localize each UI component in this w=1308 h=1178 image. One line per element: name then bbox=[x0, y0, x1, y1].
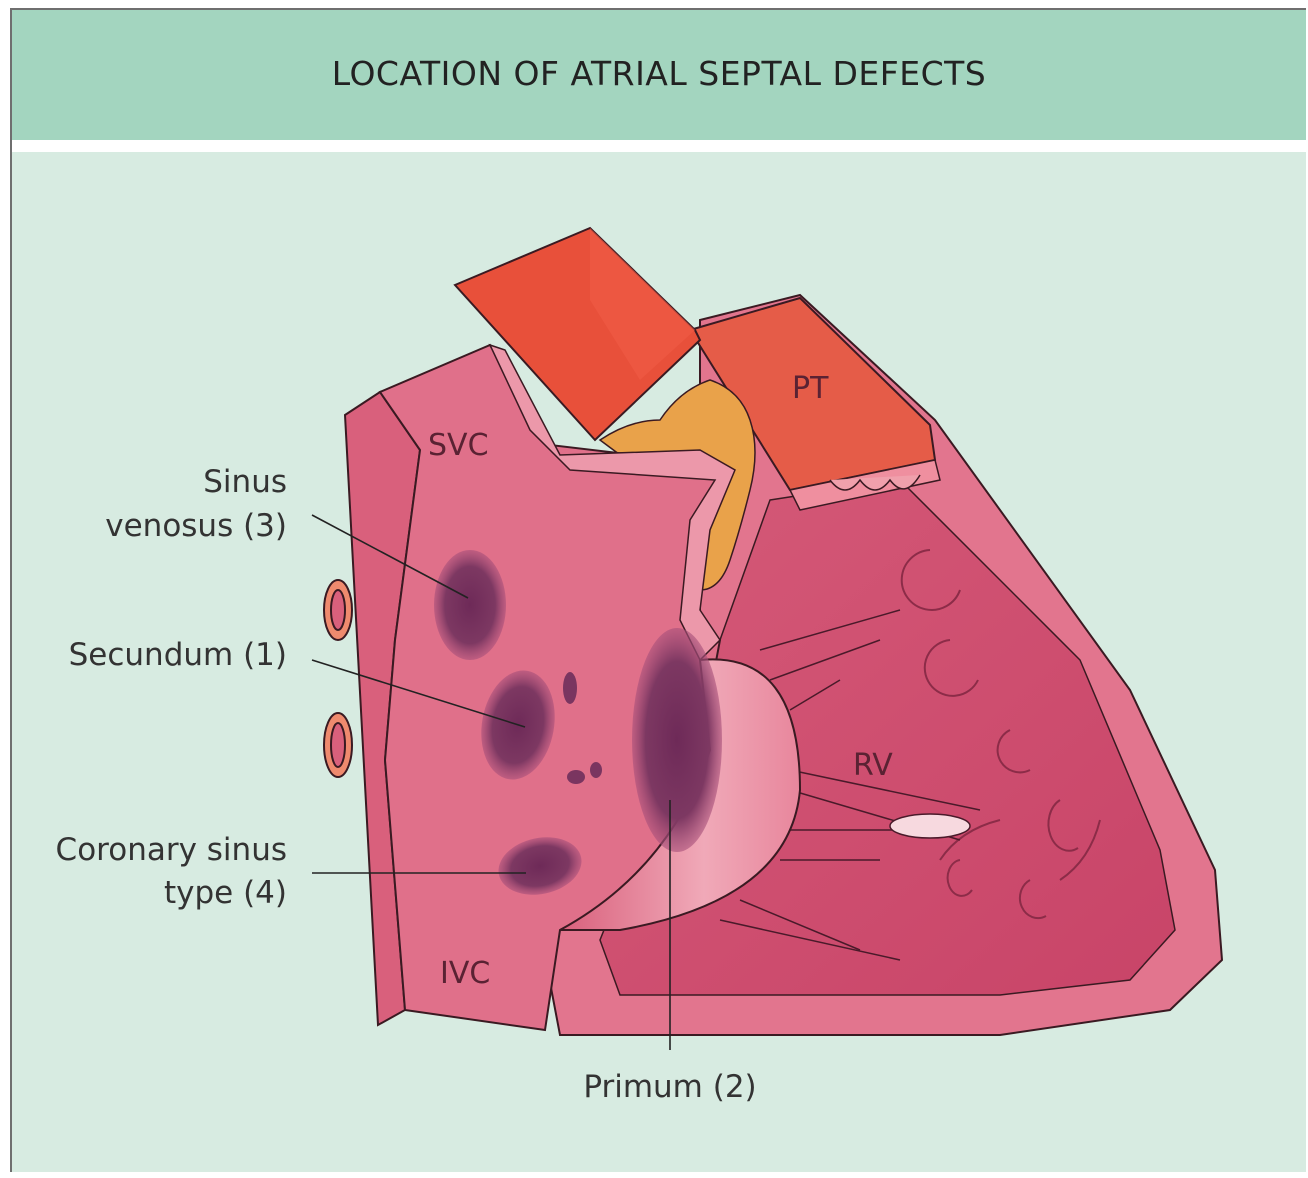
label-rv: RV bbox=[853, 748, 893, 783]
secundum-fenestration-3 bbox=[590, 762, 602, 778]
label-pt: PT bbox=[792, 371, 829, 406]
label-coronary-2: type (4) bbox=[164, 875, 287, 911]
papillary-muscle bbox=[890, 814, 970, 838]
label-primum: Primum (2) bbox=[583, 1069, 756, 1105]
primum-defect bbox=[632, 628, 722, 852]
label-coronary-1: Coronary sinus bbox=[56, 832, 287, 868]
secundum-fenestration-1 bbox=[563, 672, 577, 704]
sinus-venosus-defect bbox=[434, 550, 506, 660]
label-ivc: IVC bbox=[440, 956, 490, 991]
label-svc: SVC bbox=[428, 428, 489, 463]
pulmonary-vein-stubs bbox=[324, 580, 352, 777]
secundum-fenestration-2 bbox=[567, 770, 585, 784]
label-sinus-venosus-2: venosus (3) bbox=[105, 508, 287, 544]
label-secundum: Secundum (1) bbox=[69, 637, 287, 673]
label-sinus-venosus-1: Sinus bbox=[203, 464, 287, 500]
